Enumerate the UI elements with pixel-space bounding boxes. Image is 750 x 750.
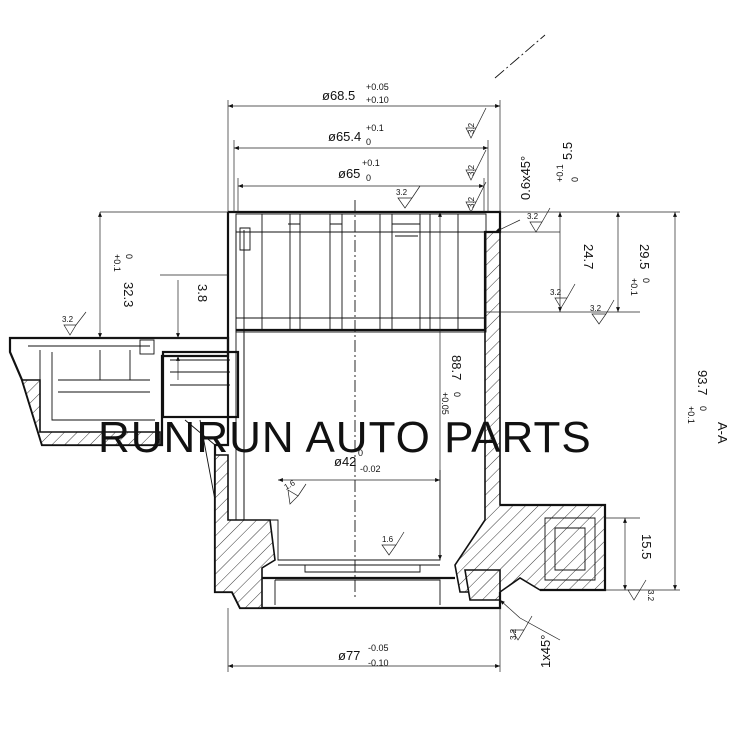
svg-text:3.2: 3.2 <box>509 628 518 640</box>
dim-h15-5: 15.5 <box>639 534 654 559</box>
svg-text:0: 0 <box>358 448 363 458</box>
roughness-symbols <box>63 107 647 641</box>
svg-text:3.2: 3.2 <box>646 590 655 602</box>
svg-text:+0.1: +0.1 <box>366 123 384 133</box>
svg-text:+0.05: +0.05 <box>366 82 389 92</box>
svg-text:0: 0 <box>366 137 371 147</box>
svg-text:0: 0 <box>124 254 134 259</box>
svg-text:0.6x45°: 0.6x45° <box>518 156 533 200</box>
dim-h32-3: 32.3 +0.1 0 <box>112 254 136 307</box>
dim-d65: ø65 +0.1 0 <box>338 158 380 183</box>
svg-text:3.2: 3.2 <box>550 288 562 297</box>
svg-text:3.2: 3.2 <box>467 164 476 176</box>
dim-h29-5: 29.5 +0.1 0 <box>629 244 652 296</box>
svg-text:24.7: 24.7 <box>581 244 596 269</box>
svg-text:0: 0 <box>698 406 708 411</box>
svg-text:+0.1: +0.1 <box>362 158 380 168</box>
svg-text:32.3: 32.3 <box>121 282 136 307</box>
svg-text:ø68.5: ø68.5 <box>322 88 355 103</box>
dim-h5-5: 5.5 +0.1 0 <box>555 142 580 182</box>
centerlines <box>354 34 546 600</box>
svg-text:+0.1: +0.1 <box>555 164 565 182</box>
svg-text:3.2: 3.2 <box>590 304 602 313</box>
svg-text:-0.10: -0.10 <box>368 658 389 668</box>
svg-text:-0.02: -0.02 <box>360 464 381 474</box>
svg-text:3.2: 3.2 <box>527 212 539 221</box>
dim-chamfer-bottom: 1x45° <box>538 635 553 668</box>
svg-text:+0.1: +0.1 <box>686 406 696 424</box>
svg-text:+0.05: +0.05 <box>440 392 450 415</box>
svg-text:ø65.4: ø65.4 <box>328 129 361 144</box>
svg-text:0: 0 <box>570 177 580 182</box>
svg-text:-0.05: -0.05 <box>368 643 389 653</box>
dim-chamfer-top: 0.6x45° <box>518 156 533 200</box>
svg-text:ø42: ø42 <box>334 454 356 469</box>
svg-text:1.6: 1.6 <box>382 535 394 544</box>
svg-text:15.5: 15.5 <box>639 534 654 559</box>
svg-text:0: 0 <box>366 173 371 183</box>
dim-h88-7: 88.7 +0.05 0 <box>440 355 464 415</box>
svg-text:+0.1: +0.1 <box>629 278 639 296</box>
dim-d42: ø42 0 -0.02 <box>334 448 381 474</box>
svg-text:0: 0 <box>641 278 651 283</box>
svg-text:+0.1: +0.1 <box>112 254 122 272</box>
svg-text:1x45°: 1x45° <box>538 635 553 668</box>
dim-h24-7: 24.7 <box>581 244 596 269</box>
svg-text:93.7: 93.7 <box>695 370 710 395</box>
svg-text:3.2: 3.2 <box>396 188 408 197</box>
svg-text:5.5: 5.5 <box>560 142 575 160</box>
svg-text:29.5: 29.5 <box>637 244 652 269</box>
dim-d77: ø77 -0.05 -0.10 <box>338 643 389 668</box>
dim-h3-8: 3.8 <box>195 284 210 302</box>
dim-d68-5: ø68.5 +0.05 +0.10 <box>322 82 389 105</box>
svg-text:+0.10: +0.10 <box>366 95 389 105</box>
dim-d65-4: ø65.4 +0.1 0 <box>328 123 384 147</box>
svg-text:88.7: 88.7 <box>449 355 464 380</box>
svg-text:3.2: 3.2 <box>467 122 476 134</box>
dimension-lines <box>98 100 680 672</box>
svg-text:3.2: 3.2 <box>467 196 476 208</box>
svg-text:3.8: 3.8 <box>195 284 210 302</box>
roughness-values: 3.2 3.2 3.2 3.2 3.2 3.2 3.2 3.2 1.6 1.6 … <box>62 122 655 640</box>
part-outline <box>8 210 607 610</box>
svg-text:3.2: 3.2 <box>62 315 74 324</box>
svg-text:ø77: ø77 <box>338 648 360 663</box>
dim-h93-7: 93.7 +0.1 0 <box>686 370 710 424</box>
section-label: A-A <box>715 422 730 444</box>
svg-text:0: 0 <box>452 392 462 397</box>
svg-text:ø65: ø65 <box>338 166 360 181</box>
watermark: RUNRUN AUTO PARTS <box>98 413 592 462</box>
